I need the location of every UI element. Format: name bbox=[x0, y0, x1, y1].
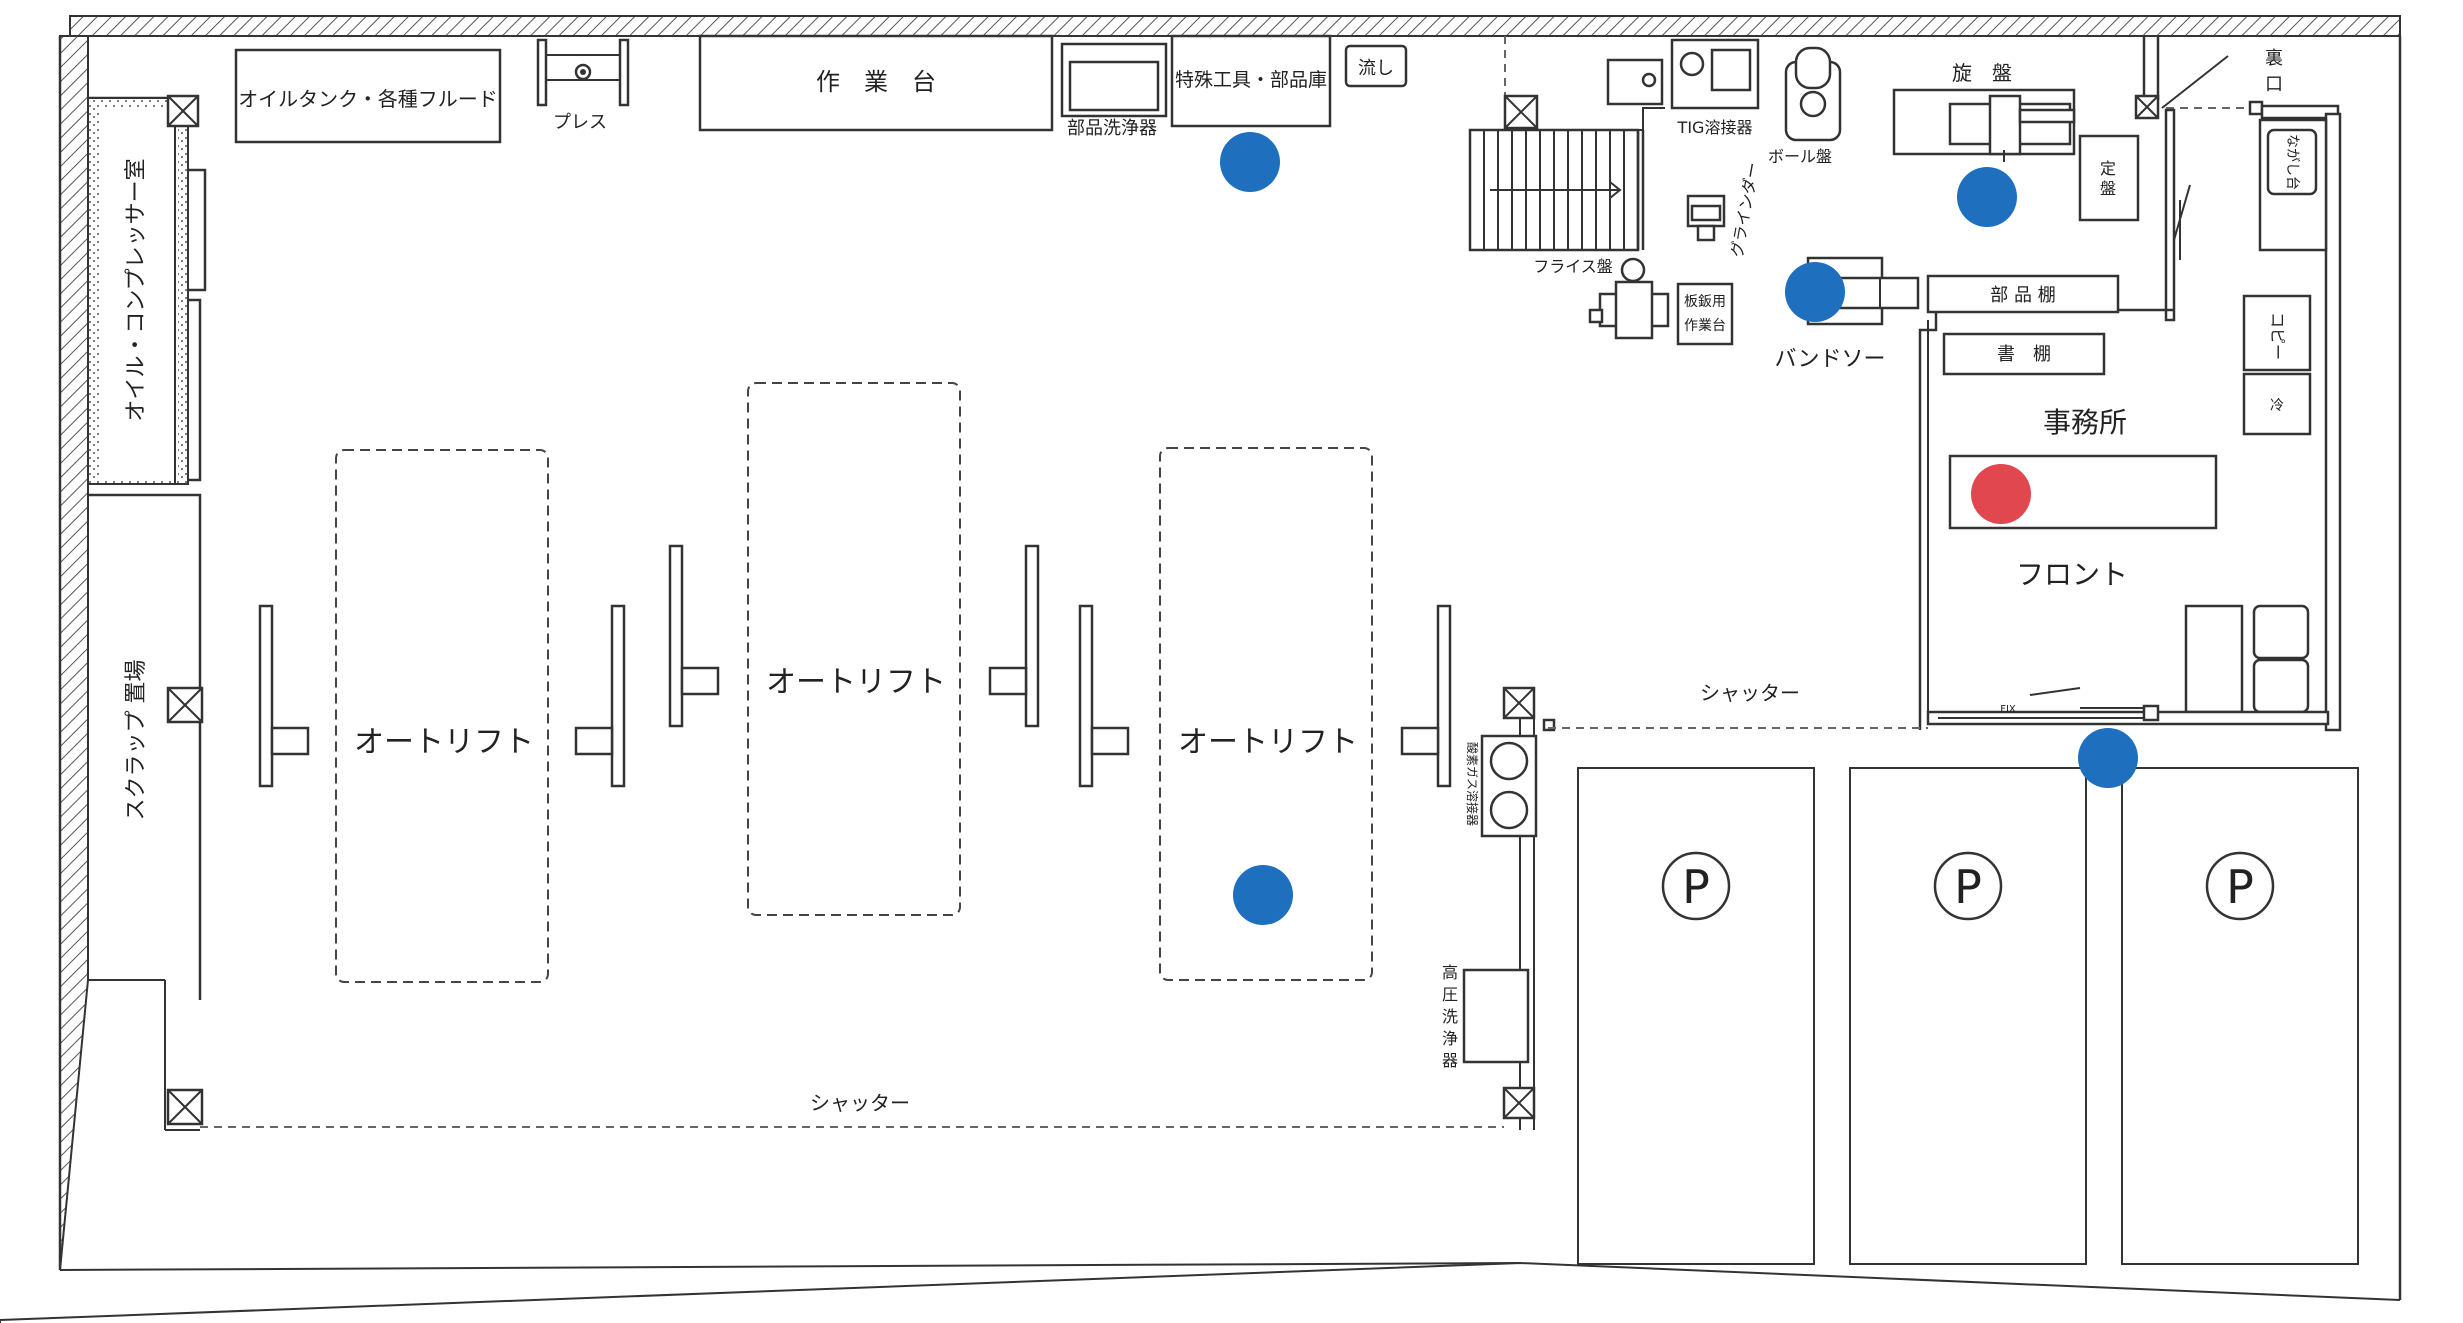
workbench-label: 作 業 台 bbox=[816, 68, 936, 96]
milling-label: フライス盤 bbox=[1533, 257, 1613, 276]
fridge bbox=[2242, 372, 2312, 436]
band-saw-label: バンドソー bbox=[1774, 347, 1885, 372]
office-label: 事務所 bbox=[2043, 406, 2127, 439]
pressure-washer-label-3: 洗 bbox=[1442, 1007, 1458, 1026]
auto-lift-right bbox=[1078, 447, 1452, 981]
parking-space-1 bbox=[1577, 767, 1815, 1265]
tig-welder-label: TIG溶接器 bbox=[1677, 118, 1753, 137]
bookshelf-label: 書 棚 bbox=[1997, 344, 2051, 365]
tig-welder bbox=[1670, 38, 1760, 110]
grinder bbox=[1686, 194, 1726, 242]
parts-shelf bbox=[1926, 274, 2120, 314]
milling-machine bbox=[1588, 257, 1670, 340]
back-door-area bbox=[2134, 36, 2264, 120]
sink bbox=[1344, 44, 1408, 88]
marker-right-lift[interactable] bbox=[1233, 865, 1293, 925]
surface-plate-label-1: 定 bbox=[2100, 159, 2116, 178]
back-door-label-1: 裏 bbox=[2265, 48, 2283, 69]
office-entrance bbox=[1926, 687, 2330, 726]
surface-plate-label-2: 盤 bbox=[2100, 179, 2116, 198]
pressure-washer-label-1: 高 bbox=[1442, 963, 1458, 982]
lathe bbox=[1892, 88, 2076, 162]
auto-lift-right-label: オートリフト bbox=[1178, 725, 1358, 760]
compressor-room-label: オイル・コンプレッサー室 bbox=[124, 158, 149, 421]
grinder-label: グラインダー bbox=[1727, 161, 1762, 259]
kitchen-sink bbox=[2258, 118, 2328, 252]
shutter-right-label: シャッター bbox=[1700, 681, 1800, 705]
scrap-area-label: スクラップ 置場 bbox=[124, 660, 149, 821]
auto-lift-left bbox=[258, 449, 626, 983]
marker-office-entrance[interactable] bbox=[2078, 728, 2138, 788]
fridge-label: 冷 bbox=[2270, 398, 2284, 414]
workbench bbox=[698, 34, 1054, 132]
oxy-gas-welder-label: 酸素ガス溶接器 bbox=[1465, 742, 1480, 826]
surface-plate bbox=[2078, 134, 2140, 222]
bookshelf bbox=[1942, 332, 2106, 376]
office-walls bbox=[1918, 104, 2342, 732]
fix-label: FIX bbox=[2000, 704, 2016, 715]
auto-lift-center-label: オートリフト bbox=[766, 665, 946, 700]
auto-lift-center bbox=[668, 382, 1040, 916]
parking-space-3 bbox=[2121, 767, 2359, 1265]
oil-tank-label: オイルタンク・各種フルード bbox=[238, 87, 498, 111]
kitchen-sink-label: ながし台 bbox=[2284, 134, 2300, 190]
marker-band-saw[interactable] bbox=[1785, 262, 1845, 322]
copier-label: コピー bbox=[2268, 312, 2287, 360]
lathe-label: 旋 盤 bbox=[1952, 61, 2012, 85]
parking-label-2: P bbox=[1954, 860, 1982, 914]
oxy-gas-welder bbox=[1480, 734, 1538, 838]
parking-space-2 bbox=[1849, 767, 2087, 1265]
pressure-washer bbox=[1462, 968, 1530, 1064]
parking-label-1: P bbox=[1682, 860, 1710, 914]
press-icon bbox=[536, 38, 630, 107]
copier bbox=[2242, 294, 2312, 372]
special-tools-label: 特殊工具・部品庫 bbox=[1175, 69, 1327, 91]
drill-press bbox=[1784, 46, 1842, 142]
left-rooms bbox=[87, 94, 207, 1131]
front-label: フロント bbox=[2016, 558, 2128, 591]
pressure-washer-label-2: 圧 bbox=[1442, 985, 1458, 1004]
oil-tank bbox=[234, 48, 502, 144]
parking-label-3: P bbox=[2226, 860, 2254, 914]
back-door-label-2: 口 bbox=[2265, 74, 2283, 95]
sheet-metal-bench-label-line1: 板鈑用 bbox=[1684, 294, 1726, 310]
shutter-bottom-label: シャッター bbox=[810, 1091, 910, 1115]
office-sofa-set bbox=[2184, 604, 2310, 714]
parts-shelf-label: 部 品 棚 bbox=[1990, 285, 2055, 306]
marker-near-parts-storage[interactable] bbox=[1220, 132, 1280, 192]
auto-lift-left-label: オートリフト bbox=[354, 725, 534, 760]
special-tools-storage bbox=[1170, 34, 1332, 128]
wash-basin bbox=[1606, 58, 1664, 106]
sheet-metal-bench bbox=[1676, 282, 1734, 346]
parts-washer-label: 部品洗浄器 bbox=[1067, 118, 1157, 139]
pressure-washer-label-5: 器 bbox=[1442, 1051, 1458, 1070]
pressure-washer-label-4: 浄 bbox=[1442, 1029, 1458, 1048]
marker-lathe[interactable] bbox=[1957, 167, 2017, 227]
drill-press-label: ボール盤 bbox=[1768, 147, 1832, 166]
stairs bbox=[1468, 36, 1665, 252]
press-label: プレス bbox=[553, 112, 607, 133]
parts-washer bbox=[1060, 42, 1168, 118]
sink-label: 流し bbox=[1358, 58, 1394, 79]
sheet-metal-bench-label-line2: 作業台 bbox=[1684, 318, 1726, 334]
marker-front-desk[interactable] bbox=[1971, 464, 2031, 524]
